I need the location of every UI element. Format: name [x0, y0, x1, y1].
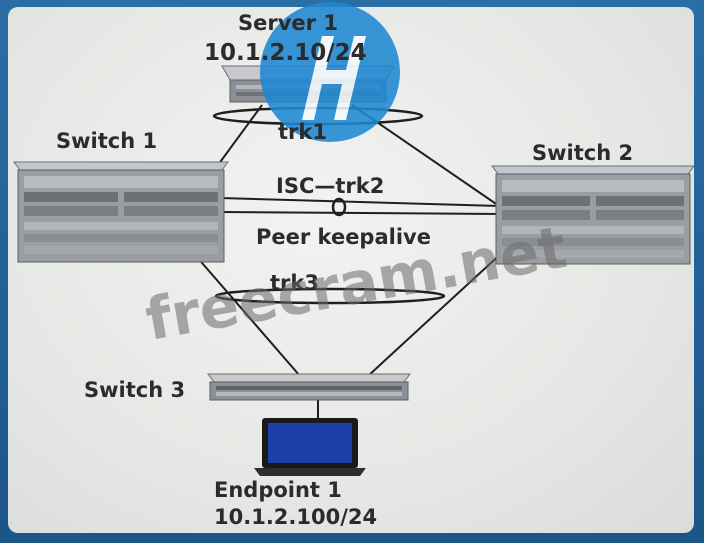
- link-isc-upper: [219, 197, 501, 207]
- laptop-icon: [254, 418, 366, 476]
- link-server1-switch1: [217, 104, 263, 166]
- isc-ellipse: [331, 197, 347, 217]
- isc-label: ISC—trk2: [276, 174, 384, 198]
- switch3-device: [207, 373, 411, 401]
- trk1-label: trk1: [278, 120, 327, 144]
- hp-logo-icon: [260, 2, 400, 142]
- server1-ip: 10.1.2.10/24: [204, 40, 367, 66]
- server1-name: Server 1: [238, 11, 338, 35]
- endpoint1-name: Endpoint 1: [214, 478, 342, 502]
- keepalive-label: Peer keepalive: [256, 225, 431, 249]
- link-isc-lower: [219, 211, 501, 215]
- trk3-label: trk3: [270, 271, 319, 295]
- switch1-device: [13, 161, 229, 263]
- switch2-device: [491, 165, 695, 265]
- link-switch1-switch3: [195, 255, 301, 377]
- switch3-name: Switch 3: [84, 378, 185, 402]
- link-switch2-switch3: [367, 249, 506, 377]
- switch2-name: Switch 2: [532, 141, 633, 165]
- trk3-ellipse: [214, 287, 446, 305]
- switch1-name: Switch 1: [56, 129, 157, 153]
- endpoint1-ip: 10.1.2.100/24: [214, 505, 377, 529]
- connection-lines: [195, 104, 506, 418]
